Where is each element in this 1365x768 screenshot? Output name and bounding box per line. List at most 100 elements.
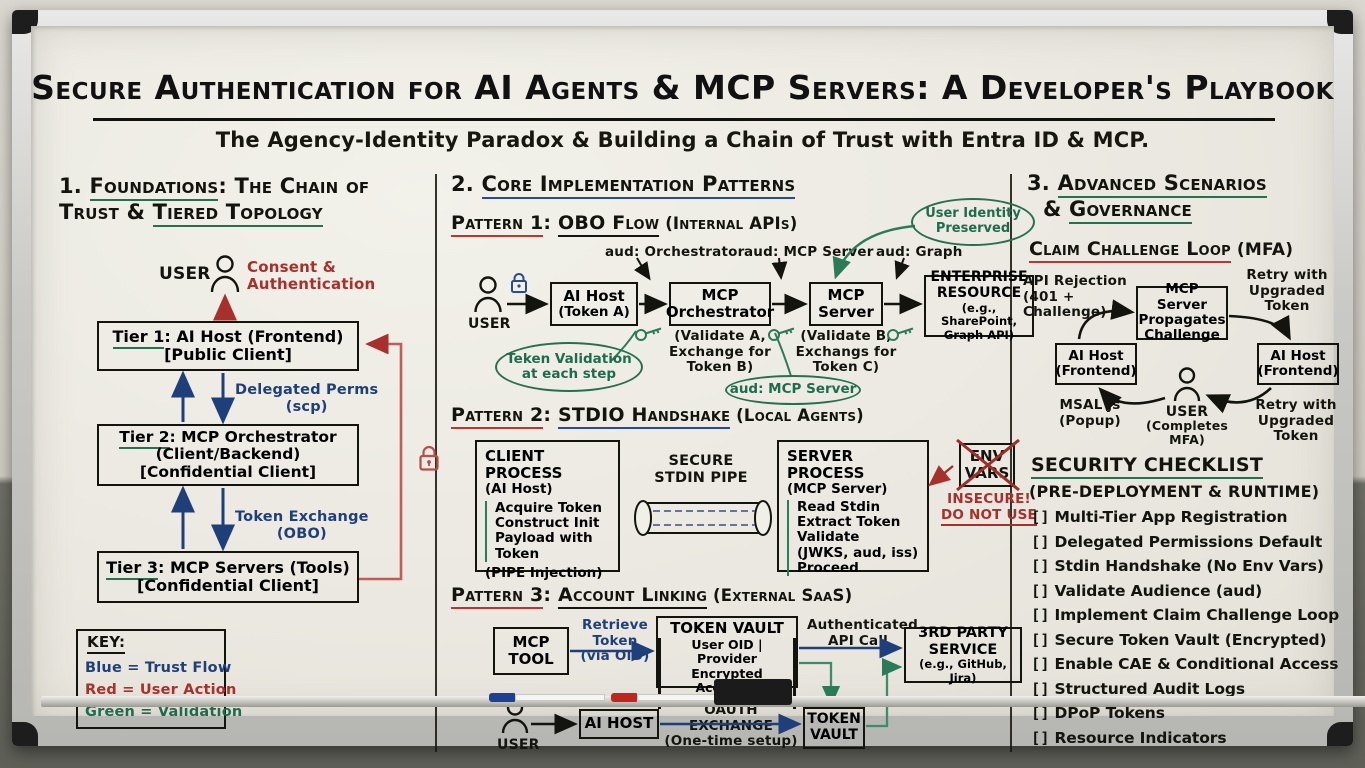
checklist-item[interactable]: []DPoP Tokens: [1031, 704, 1165, 722]
checklist-item[interactable]: []Enable CAE & Conditional Access: [1031, 655, 1339, 673]
p1-node-ai-host[interactable]: AI Host (Token A): [550, 282, 638, 326]
p3-ai-host-text: AI HOST: [584, 714, 654, 733]
checkbox-icon[interactable]: []: [1031, 606, 1050, 624]
p1-mcp-cap-2: Exchangs for: [795, 343, 897, 360]
lock-icon: [511, 273, 527, 293]
whiteboard-eraser[interactable]: [714, 679, 792, 705]
p1-ent-sub-a: (e.g., SharePoint,: [940, 301, 1018, 329]
checklist-item[interactable]: []Delegated Permissions Default: [1031, 533, 1322, 551]
retry-bottom-line-1: Retry with: [1255, 397, 1337, 413]
p1-ai-host-title: AI Host: [563, 286, 625, 305]
p1-node-mcp-orchestrator[interactable]: MCP Orchestrator: [666, 282, 774, 326]
ai-host-left-line-1: AI Host: [1068, 347, 1124, 364]
tier-3-box[interactable]: Tier 3: MCP Servers (Tools) [Confidentia…: [97, 551, 359, 603]
tier-1-box[interactable]: Tier 1: AI Host (Frontend) [Public Clien…: [97, 321, 359, 371]
page-subtitle: The Agency-Identity Paradox & Building a…: [215, 128, 1150, 152]
checklist-item[interactable]: []Multi-Tier App Registration: [1031, 508, 1288, 526]
callout-aud-mcp-server: aud: MCP Server: [725, 375, 861, 405]
checkbox-icon[interactable]: []: [1031, 679, 1050, 698]
ai-host-left-box[interactable]: AI Host (Frontend): [1055, 343, 1137, 385]
ai-host-right-box[interactable]: AI Host (Frontend): [1257, 343, 1339, 385]
claim-loop-title: Claim Challenge Loop: [1029, 238, 1231, 263]
p3-vault2-line-1: TOKEN: [807, 711, 861, 728]
checkbox-icon[interactable]: []: [1031, 728, 1050, 747]
server-box-line-1: MCP Server: [1156, 281, 1208, 313]
consent-line-2: Authentication: [247, 275, 376, 294]
p1-node-enterprise-resource[interactable]: ENTERPRISE RESOURCE (e.g., SharePoint, G…: [924, 269, 1034, 341]
p2-server-process-box[interactable]: SERVER PROCESS (MCP Server) Read Stdin E…: [777, 440, 929, 577]
key-item-blue-text: = Trust Flow: [121, 660, 232, 676]
checklist-item-label: DPoP Tokens: [1054, 704, 1165, 722]
insecure-line-1: INSECURE!: [947, 491, 1031, 507]
checklist-item[interactable]: []Resource Indicators: [1031, 728, 1227, 747]
p3-third-party-service-box[interactable]: 3RD PARTY SERVICE (e.g., GitHub, Jira): [904, 625, 1022, 684]
section-1-heading-line2-b: Tiered Topology: [152, 199, 323, 227]
p2-server-title: SERVER PROCESS: [787, 447, 865, 483]
claim-challenge-loop-heading: Claim Challenge Loop (MFA): [1029, 238, 1293, 263]
lock-icon: [419, 445, 439, 471]
p2-client-process-box[interactable]: CLIENT PROCESS (AI Host) Acquire Token C…: [475, 440, 620, 581]
p1-orchestrator-caption: (Validate A, Exchange for Token B): [653, 328, 787, 376]
red-marker[interactable]: [611, 693, 727, 702]
p2-server-step-3: Validate: [797, 529, 860, 546]
p2-pipe-line-2: STDIN PIPE: [654, 469, 748, 486]
checklist-item[interactable]: []Implement Claim Challenge Loop: [1031, 606, 1339, 624]
api-rejection-line-2: (401 + Challenge): [1023, 288, 1107, 321]
checkbox-icon[interactable]: []: [1031, 655, 1050, 673]
server-box-line-2: Propagates: [1138, 312, 1226, 328]
checklist-item[interactable]: []Validate Audience (aud): [1031, 582, 1262, 600]
p3-oauth-line-2: (One-time setup): [664, 733, 798, 750]
section-2-heading-text: Core Implementation Patterns: [481, 172, 796, 199]
checklist-item-label: Secure Token Vault (Encrypted): [1054, 630, 1327, 649]
tier-1-label: Tier 1: [112, 326, 165, 349]
tier-2-box[interactable]: Tier 2: MCP Orchestrator (Client/Backend…: [97, 424, 359, 486]
section-2-heading: 2. Core Implementation Patterns: [451, 172, 796, 199]
claim-loop-user-sub: (Completes MFA): [1145, 418, 1229, 448]
checkbox-icon[interactable]: []: [1031, 704, 1050, 722]
tier-3-label: Tier 3: [106, 557, 158, 580]
p1-node-mcp-server[interactable]: MCP Server: [809, 282, 883, 326]
checkbox-icon[interactable]: []: [1031, 532, 1050, 551]
section-3-number: 3.: [1027, 171, 1050, 195]
checklist-item[interactable]: []Stdin Handshake (No Env Vars): [1031, 557, 1324, 575]
p1-aud-graph: aud: Graph: [876, 244, 963, 260]
p2-client-title: CLIENT PROCESS: [485, 447, 563, 483]
delegated-perms-label: Delegated Perms (scp): [235, 382, 378, 415]
retry-top-label: Retry with Upgraded Token: [1239, 267, 1335, 315]
p2-server-steps: Read Stdin Extract Token Validate (JWKS,…: [787, 499, 918, 577]
p3-mcp-tool-box[interactable]: MCP TOOL: [493, 627, 569, 675]
section-2-number: 2.: [451, 172, 474, 196]
blue-marker[interactable]: [489, 693, 605, 702]
p1-orch-cap-3: Token B): [686, 359, 754, 376]
page-title: Secure Authentication for AI Agents & MC…: [31, 68, 1334, 107]
pattern-1-heading: Pattern 1: OBO Flow (Internal APIs): [451, 212, 797, 237]
tier-2-sub: (Client/Backend): [155, 445, 301, 464]
pattern-1-user-label: USER: [468, 316, 511, 332]
p3-ai-host-box[interactable]: AI HOST: [579, 709, 659, 739]
tier-3-title: Tier 3: MCP Servers (Tools): [106, 557, 350, 580]
p2-pipe-label: SECURE STDIN PIPE: [639, 453, 763, 486]
checkbox-icon[interactable]: []: [1031, 630, 1050, 649]
p3-oauth-exchange-label: OAUTH EXCHANGE (One-time setup): [663, 702, 799, 750]
p3-vault-title: TOKEN VAULT: [670, 619, 784, 637]
whiteboard-frame: Secure Authentication for AI Agents & MC…: [12, 10, 1365, 753]
env-vars-line-1: ENV: [969, 446, 1005, 465]
frame-corner-bottom-left: [12, 722, 38, 746]
pattern-2-label: Pattern 2: [451, 404, 544, 429]
section-3-heading-line-1: Advanced Scenarios: [1057, 171, 1267, 198]
p1-mcp-title2: Server: [818, 303, 874, 321]
retry-top-line-1: Retry with: [1246, 267, 1328, 283]
checkbox-icon[interactable]: []: [1031, 581, 1050, 600]
mcp-server-challenge-box[interactable]: MCP Server Propagates Challenge: [1136, 282, 1228, 343]
p1-aud-mcp-server: aud: MCP Server: [744, 244, 874, 260]
p3-token-vault-2-box[interactable]: TOKEN VAULT: [803, 707, 865, 749]
p3-token-vault-box[interactable]: TOKEN VAULT User OID | Provider Encrypte…: [656, 616, 798, 710]
tier-2-title: Tier 2: MCP Orchestrator: [119, 427, 337, 449]
p1-mcp-cap-1: (Validate B,: [800, 328, 892, 344]
checklist-item[interactable]: []Structured Audit Logs: [1031, 680, 1245, 698]
column-divider-1: [435, 174, 437, 752]
checkbox-icon[interactable]: []: [1031, 508, 1050, 526]
p2-client-step-3: Payload with Token: [495, 530, 593, 562]
checkbox-icon[interactable]: []: [1031, 557, 1050, 575]
checklist-item[interactable]: []Secure Token Vault (Encrypted): [1031, 631, 1327, 649]
